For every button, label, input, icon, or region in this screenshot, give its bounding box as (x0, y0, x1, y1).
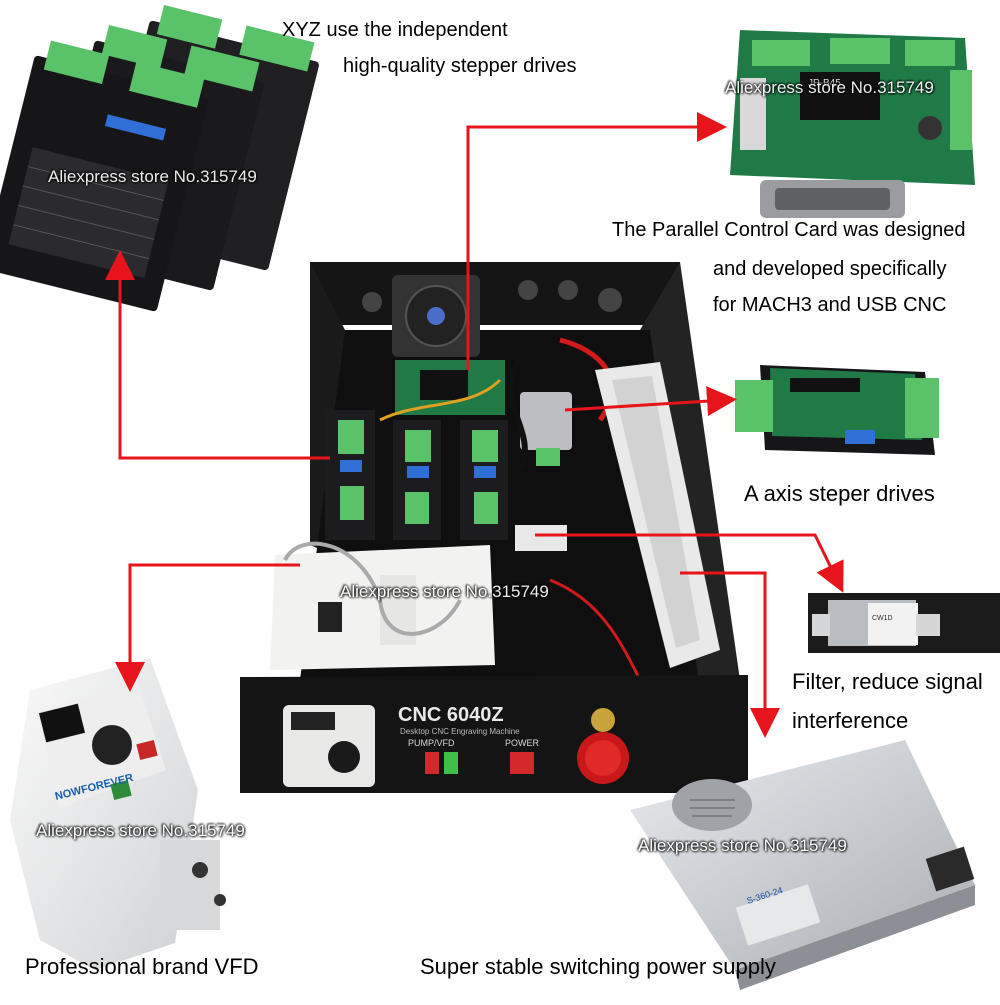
watermark-drivers: Aliexpress store No.315749 (48, 167, 257, 186)
caption-filter-line2: interference (792, 708, 909, 733)
caption-card-line3: for MACH3 and USB CNC (713, 294, 947, 316)
caption-psu: Super stable switching power supply (420, 954, 776, 979)
caption-filter-line1: Filter, reduce signal (792, 669, 983, 694)
arrow-to-control-card (466, 112, 727, 370)
power-label: POWER (505, 738, 540, 748)
arrow-to-a-axis-drive (564, 386, 737, 417)
caption-drivers-line2: high-quality stepper drives (343, 55, 577, 77)
watermark-vfd: Aliexpress store No.315749 (36, 821, 245, 840)
emi-filter: CW1D (808, 593, 1000, 653)
panel-model-label: CNC 6040Z (398, 704, 504, 726)
annotation-arrows (105, 112, 844, 738)
control-box: CNC 6040Z Desktop CNC Engraving Machine … (240, 262, 748, 793)
card-silkscreen: JP-B45 (808, 78, 841, 89)
arrow-to-vfd (115, 563, 300, 692)
vfd-unit: NOWFOREVER (10, 658, 226, 970)
parallel-control-card: JP-B45 (730, 30, 975, 218)
caption-card-line2: and developed specifically (713, 258, 947, 280)
watermark-psu: Aliexpress store No.315749 (638, 836, 847, 855)
switching-power-supply: S-360-24 (630, 740, 975, 990)
filter-brand-mark: CW1D (872, 615, 893, 622)
watermark-card: Aliexpress store No.315749 (725, 78, 934, 97)
caption-a-axis: A axis steper drives (744, 481, 935, 506)
caption-drivers-line1: XYZ use the independent (282, 19, 508, 41)
arrow-to-filter (535, 533, 844, 593)
stepper-drivers (0, 4, 319, 312)
watermark-box: Aliexpress store No.315749 (340, 582, 549, 601)
arrow-to-power-supply (680, 571, 780, 738)
caption-card-line1: The Parallel Control Card was designed (612, 219, 966, 241)
a-axis-stepper-drive (735, 365, 939, 455)
caption-vfd: Professional brand VFD (25, 954, 259, 979)
arrow-to-stepper-drivers (105, 250, 330, 460)
pump-vfd-label: PUMP/VFD (408, 738, 455, 748)
panel-subtitle-label: Desktop CNC Engraving Machine (400, 727, 520, 736)
